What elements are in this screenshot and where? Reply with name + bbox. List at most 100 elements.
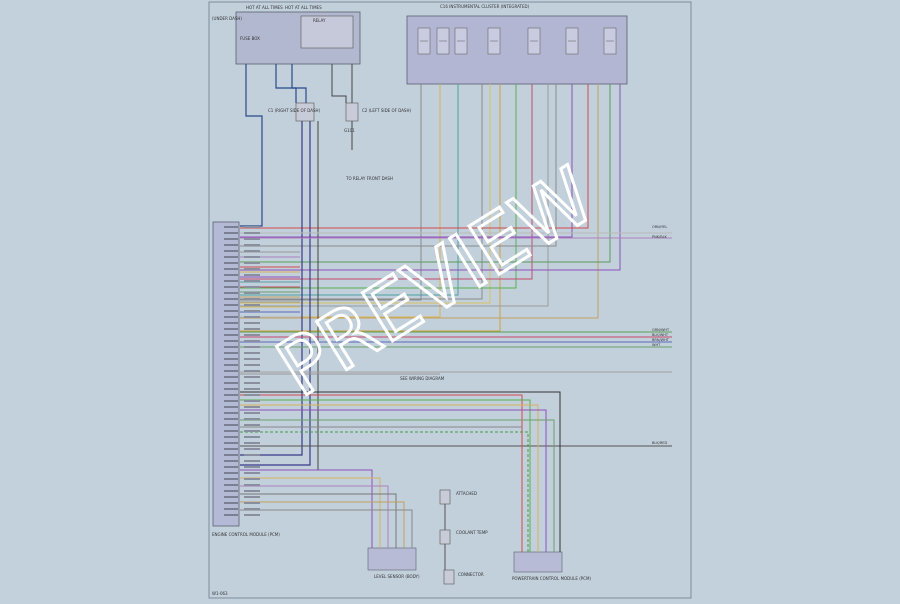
- right-wire-label: ORN/YEL: [652, 225, 667, 229]
- power-wire: [291, 64, 307, 103]
- right-wire-label: WHT: [652, 343, 661, 347]
- pin-mark: [224, 406, 238, 408]
- bottom-connector-4: [443, 569, 455, 585]
- wire-tag: [244, 370, 260, 372]
- wire-tag: [244, 394, 260, 396]
- wire-tag: [244, 286, 260, 288]
- wire-tag: [244, 490, 260, 492]
- pin-mark: [224, 424, 238, 426]
- pcm-wire: [240, 431, 529, 552]
- pin-mark: [224, 490, 238, 492]
- wire-tag: [244, 244, 260, 246]
- pin-mark: [224, 454, 238, 456]
- feed-wire: [240, 121, 303, 456]
- wire-tag: [244, 472, 260, 474]
- fuse-label-2: HOT AT ALL TIMES: [285, 5, 322, 10]
- pin-mark: [224, 376, 238, 378]
- fuse-label-1: HOT AT ALL TIMES: [246, 5, 283, 10]
- connector-c2-label: C2 (LEFT SIDE OF DASH): [362, 108, 411, 113]
- wire-tag: [244, 400, 260, 402]
- wire-tag: [244, 310, 260, 312]
- bottom-connector-2: [439, 489, 451, 505]
- pin-mark: [224, 472, 238, 474]
- right-wire-label: BLK/WHT: [652, 333, 669, 337]
- pin-mark: [224, 388, 238, 390]
- signal-wire: [240, 84, 621, 271]
- signal-wire: [240, 84, 483, 300]
- signal-wire: [240, 84, 533, 280]
- pin-mark: [224, 448, 238, 450]
- relay-note: TO RELAY FRONT DASH: [345, 176, 393, 181]
- bottom-mid-label: LEVEL SENSOR (BODY): [374, 574, 420, 579]
- pin-mark: [224, 346, 238, 348]
- wire-tag: [244, 388, 260, 390]
- pin-mark: [224, 370, 238, 372]
- wire-tag: [244, 496, 260, 498]
- wire-tag: [244, 478, 260, 480]
- pin-mark: [224, 484, 238, 486]
- underdash-label: (UNDER DASH): [212, 16, 242, 21]
- sensor-wire: [240, 509, 413, 548]
- pcm-wire: [240, 399, 531, 552]
- pcm-connector: [513, 551, 563, 573]
- wire-tag: [244, 340, 260, 342]
- wire-tag: [244, 454, 260, 456]
- ground-label: G101: [344, 128, 355, 133]
- connector-c1-label: C1 (RIGHT SIDE OF DASH): [268, 108, 321, 113]
- right-wire-label: BLK/RED: [652, 441, 667, 445]
- wire-tag: [244, 256, 260, 258]
- pin-mark: [224, 286, 238, 288]
- pin-mark: [224, 418, 238, 420]
- power-wire: [275, 64, 297, 103]
- sensor-wire: [240, 485, 389, 548]
- pin-labels: [224, 226, 260, 516]
- wire-tag: [244, 382, 260, 384]
- sensor-wire: [240, 477, 381, 548]
- pin-mark: [224, 250, 238, 252]
- pin-mark: [224, 256, 238, 258]
- wire-tag: [244, 346, 260, 348]
- pin-mark: [224, 394, 238, 396]
- pin-mark: [224, 364, 238, 366]
- signal-wire: [240, 84, 557, 247]
- wire-tag: [244, 238, 260, 240]
- wire-tag: [244, 442, 260, 444]
- pin-mark: [224, 298, 238, 300]
- engine-control-module: [212, 221, 240, 527]
- wire-tag: [244, 508, 260, 510]
- pin-mark: [224, 430, 238, 432]
- pin-mark: [224, 238, 238, 240]
- connector-c1: [295, 102, 315, 122]
- wire-tag: [244, 448, 260, 450]
- wire-tag: [244, 322, 260, 324]
- wire-tag: [244, 358, 260, 360]
- pin-mark: [224, 334, 238, 336]
- pin-mark: [224, 328, 238, 330]
- signal-wire: [240, 84, 441, 318]
- pcm-wire: [240, 404, 539, 552]
- power-wire: [331, 64, 347, 103]
- wire-tag: [244, 316, 260, 318]
- feed-wire: [240, 121, 311, 466]
- wire-tag: [244, 364, 260, 366]
- pin-mark: [224, 262, 238, 264]
- pin-mark: [224, 514, 238, 516]
- wire-tag: [244, 412, 260, 414]
- bottom-mid2-label: ATTACHED: [456, 491, 477, 496]
- pin-mark: [224, 400, 238, 402]
- wire-tag: [244, 280, 260, 282]
- pin-mark: [224, 304, 238, 306]
- wire-tag: [244, 292, 260, 294]
- wire-tag: [244, 232, 260, 234]
- right-wire-label: PNK/BLK: [652, 235, 668, 239]
- wire-tag: [244, 352, 260, 354]
- pin-mark: [224, 382, 238, 384]
- pin-mark: [224, 268, 238, 270]
- pin-mark: [224, 274, 238, 276]
- wire-tag: [244, 250, 260, 252]
- pin-mark: [224, 502, 238, 504]
- signal-wire: [240, 84, 501, 332]
- signal-wire: [240, 84, 422, 301]
- right-wire-label: GRN/WHT: [652, 328, 670, 332]
